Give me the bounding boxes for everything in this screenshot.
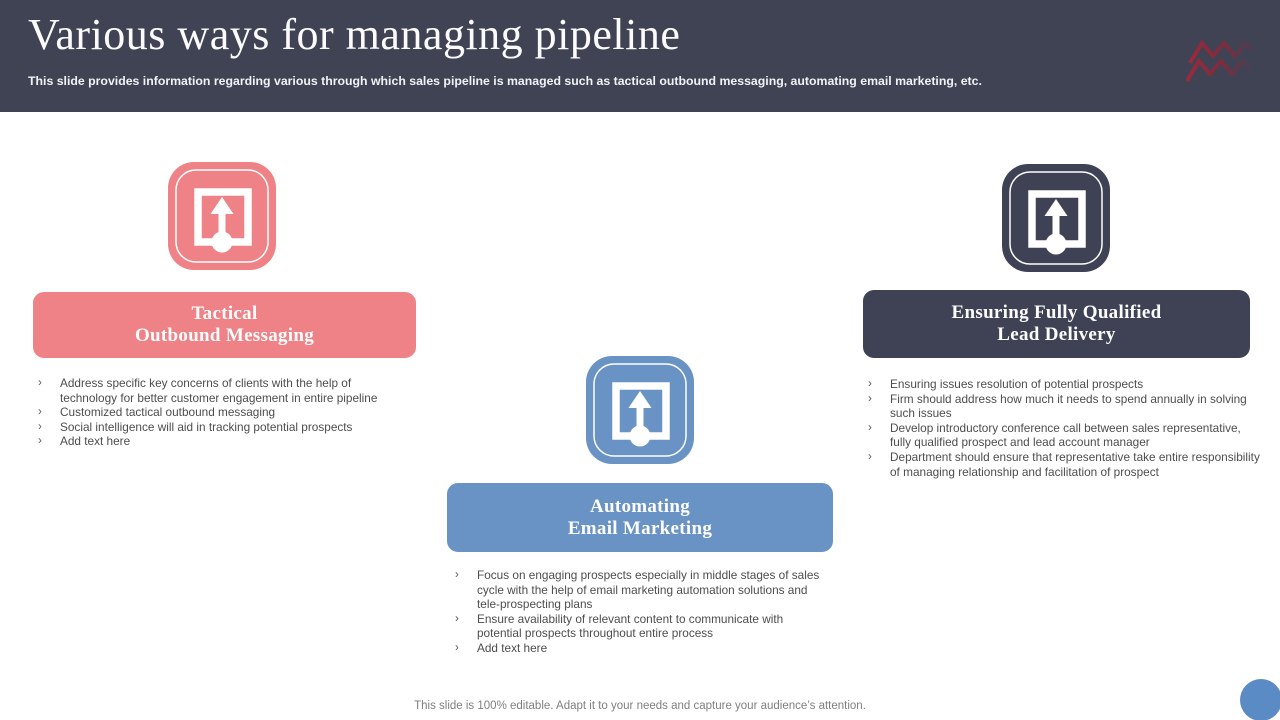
banner-automating-email-marketing: Automating Email Marketing [447,483,833,552]
banner-title-line2: Email Marketing [567,517,713,539]
list-item: › Social intelligence will aid in trackin… [38,420,410,435]
bullet-list-tactical: › Address specific key concerns of client… [38,376,410,449]
corner-dot [1240,679,1280,720]
list-item: › Add text here [38,434,410,449]
chevron-bullet-icon: › [38,406,42,419]
chevron-bullet-icon: › [38,420,42,433]
bullet-text: Address specific key concerns of clients… [60,376,378,405]
list-item: › Ensuring issues resolution of potential… [868,377,1260,392]
zigzag-mountain-logo-icon [1186,39,1256,82]
upload-tray-icon [586,356,694,464]
chevron-bullet-icon: › [868,421,872,434]
chevron-bullet-icon: › [38,435,42,448]
banner-title-line1: Automating [589,495,691,517]
chevron-bullet-icon: › [455,612,459,625]
bullet-text: Social intelligence will aid in tracking… [60,419,353,434]
banner-title-line1: Ensuring Fully Qualified [951,302,1162,323]
bullet-text: Customized tactical outbound messaging [60,405,276,420]
banner-tactical-outbound-messaging: Tactical Outbound Messaging [33,292,416,358]
bullet-text: Ensuring issues resolution of potential … [890,377,1144,391]
bullet-text: Add text here [60,434,131,449]
bullet-text: Develop introductory conference call bet… [890,420,1241,450]
banner-title-line2: Outbound Messaging [134,325,315,346]
page-title: Various ways for managing pipeline [28,10,681,59]
list-item: › Add text here [455,641,823,656]
chevron-bullet-icon: › [455,569,459,581]
bullet-text: Focus on engaging prospects especially i… [477,568,820,612]
list-item: › Department should ensure that represent… [868,450,1260,479]
banner-title-line2: Lead Delivery [997,324,1116,345]
list-item: › Firm should address how much it needs t… [868,392,1260,421]
chevron-bullet-icon: › [868,378,872,390]
list-item: › Develop introductory conference call be… [868,421,1260,450]
bullet-list-lead-delivery: › Ensuring issues resolution of potential… [868,377,1260,479]
bullet-text: Add text here [477,640,548,655]
chevron-bullet-icon: › [38,377,42,389]
chevron-bullet-icon: › [868,450,872,463]
chevron-bullet-icon: › [868,392,872,405]
slide-header: Various ways for managing pipeline This … [0,0,1280,112]
list-item: › Ensure availability of relevant content… [455,612,823,641]
upload-tray-icon [168,162,276,270]
list-item: › Focus on engaging prospects especially … [455,568,823,612]
bullet-text: Department should ensure that representa… [890,449,1260,479]
bullet-text: Ensure availability of relevant content … [477,611,784,641]
banner-title-line1: Tactical [191,303,258,324]
list-item: › Customized tactical outbound messaging [38,405,410,420]
banner-ensuring-qualified-lead-delivery: Ensuring Fully Qualified Lead Delivery [863,290,1250,358]
upload-tray-icon [1002,164,1110,272]
bullet-text: Firm should address how much it needs to… [890,391,1247,421]
editable-note: This slide is 100% editable. Adapt it to… [414,700,866,712]
bullet-list-automating: › Focus on engaging prospects especially … [455,568,823,656]
chevron-bullet-icon: › [455,641,459,654]
list-item: › Address specific key concerns of client… [38,376,410,405]
slide-subtitle: This slide provides information regardin… [28,74,982,88]
